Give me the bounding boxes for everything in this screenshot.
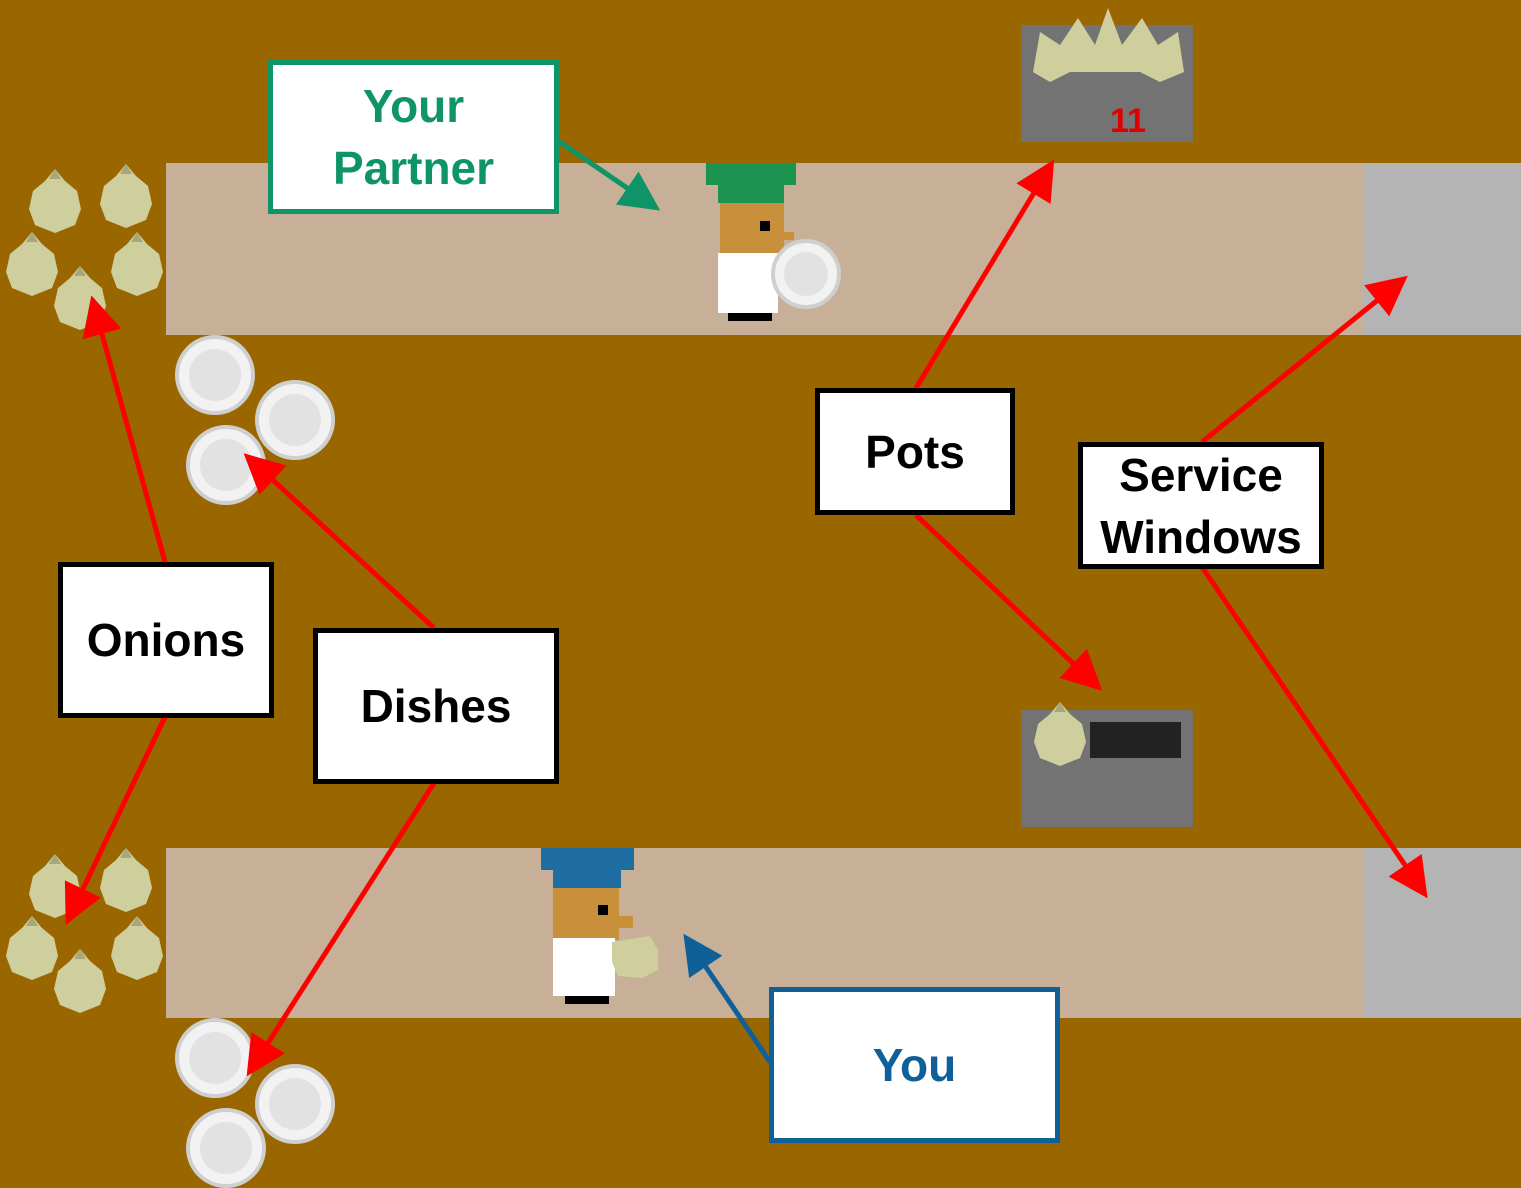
dish-icon	[255, 380, 335, 460]
dish-icon	[175, 335, 255, 415]
label-your-partner-line2: Partner	[332, 142, 495, 194]
service-window-bottom	[1364, 848, 1521, 1018]
you-chef	[541, 848, 658, 1004]
label-your-partner: Your Partner	[268, 60, 559, 214]
label-pots-text: Pots	[865, 425, 965, 478]
onion-icon	[1033, 8, 1184, 82]
arrow-pots-bottom	[914, 513, 1103, 691]
arrow-dishes-bottom	[246, 781, 437, 1077]
label-onions-text: Onions	[86, 614, 246, 666]
label-pots: Pots	[815, 388, 1015, 515]
label-you-text: You	[872, 1039, 957, 1091]
chef-body	[718, 253, 778, 313]
chef-hat	[706, 163, 796, 185]
label-service-windows-line2: Windows	[1100, 510, 1302, 563]
onion-icon	[612, 936, 658, 978]
arrow-service-bottom	[1199, 565, 1428, 899]
pot-progress-bar	[1090, 722, 1181, 758]
pot-bottom	[1021, 702, 1193, 827]
pot-top: 11	[1021, 8, 1193, 142]
dish-icon	[186, 425, 266, 505]
label-service-windows: Service Windows	[1078, 442, 1324, 569]
chef-face	[720, 203, 784, 253]
dish-icon	[186, 1108, 266, 1188]
partner-chef	[706, 163, 841, 321]
label-dishes: Dishes	[313, 628, 559, 784]
label-dishes-text: Dishes	[360, 680, 512, 732]
arrow-onions-bottom	[64, 715, 168, 926]
arrow-dishes-top	[243, 453, 436, 630]
service-window-top	[1364, 163, 1521, 335]
dish-icon	[255, 1064, 335, 1144]
arrow-service-top	[1200, 275, 1408, 444]
chef-hat	[541, 848, 634, 870]
annotation-arrows	[64, 137, 1428, 1077]
label-your-partner-line1: Your	[362, 80, 465, 132]
pot-timer: 11	[1110, 102, 1146, 140]
label-you: You	[769, 987, 1060, 1143]
arrow-you	[683, 933, 773, 1064]
dish-icon	[175, 1018, 255, 1098]
chef-body	[553, 938, 615, 996]
arrow-pots-top	[913, 159, 1055, 390]
label-onions: Onions	[58, 562, 274, 718]
counter-bottom	[166, 848, 1364, 1018]
label-service-windows-line1: Service	[1119, 448, 1283, 501]
chef-face	[553, 888, 619, 940]
arrow-partner	[555, 137, 661, 211]
arrow-onions-top	[82, 295, 168, 563]
